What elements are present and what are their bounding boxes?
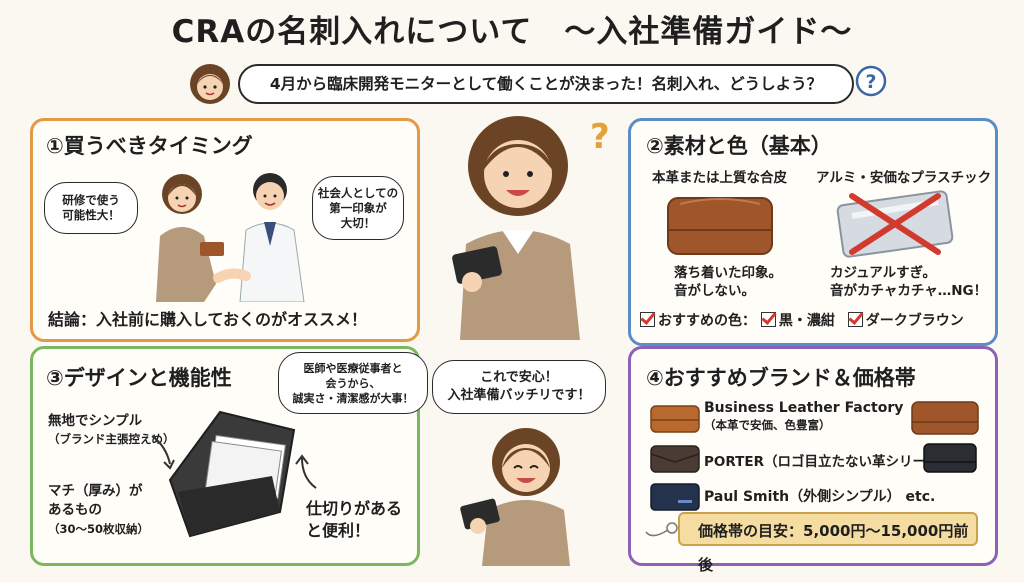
bubble-training-line2: 可能性大！ (62, 208, 120, 222)
color-black-navy: 黒・濃紺 (778, 313, 835, 329)
checkbox-icon (847, 312, 863, 327)
brand-blf-note: （本革で安価、色豊富） (704, 418, 831, 432)
section-timing-title: ①買うべきタイミング (46, 134, 253, 158)
section-brands-title: ④おすすめブランド＆価格帯 (646, 366, 916, 390)
bubble-doctors-line3: 誠実さ・清潔感が大事！ (292, 391, 414, 405)
bubble-training-line1: 研修で使う (62, 193, 120, 207)
brand-porter: PORTER（ロゴ目立たない革シリーズ） (704, 454, 953, 470)
point-gusset-line1: マチ（厚み）が (48, 483, 143, 499)
bubble-doctors-line2: 会うから、 (325, 376, 381, 390)
bubble-ready: これで安心！ 入社準備バッチリです！ (432, 360, 606, 414)
bad-material-label: アルミ・安価なプラスチック (816, 170, 992, 186)
design-point-plain: 無地でシンプル （ブランド主張控えめ） (48, 412, 175, 448)
happy-woman-illustration (460, 428, 570, 566)
colors-label: おすすめの色： (658, 313, 756, 329)
bubble-ready-line1: これで安心！ (480, 370, 558, 385)
aluminum-case-ng-icon (836, 190, 954, 258)
section-design-title: ③デザインと機能性 (46, 366, 232, 390)
point-plain-line2: （ブランド主張控えめ） (48, 432, 175, 446)
brown-card-case-icon (911, 401, 979, 435)
bubble-impression-line3: 大切！ (340, 215, 376, 230)
brown-wallet-icon (650, 405, 700, 433)
black-card-case-icon (923, 443, 977, 473)
brand-blf: Business Leather Factory （本革で安価、色豊富） (704, 400, 903, 434)
section-material-title: ②素材と色（基本） (646, 134, 832, 158)
checkbox-icon (760, 312, 776, 327)
brand-blf-name: Business Leather Factory (704, 400, 904, 416)
intro-speech-bubble: 4月から臨床開発モニターとして働くことが決まった！名刺入れ、どうしよう？ (238, 64, 854, 104)
svg-text:?: ? (865, 71, 876, 93)
timing-conclusion: 結論：入社前に購入しておくのがオススメ！ (48, 310, 368, 329)
svg-text:?: ? (590, 117, 610, 157)
question-icon: ? (855, 65, 887, 97)
point-plain-line1: 無地でシンプル (48, 413, 143, 429)
open-card-case-illustration (168, 410, 296, 538)
price-tag-string-icon (645, 522, 678, 537)
bubble-impression-line2: 第一印象が (329, 200, 387, 215)
point-gusset-line2: あるもの (48, 502, 102, 518)
leather-card-case-icon (667, 197, 773, 255)
good-material-label: 本革または上質な合皮 (652, 170, 787, 186)
point-divider-line1: 仕切りがある (306, 499, 403, 518)
bubble-training: 研修で使う 可能性大！ (44, 182, 138, 234)
good-note-line2: 音がしない。 (674, 283, 755, 299)
recommended-colors: おすすめの色： 黒・濃紺 ダークブラウン (640, 310, 964, 330)
arrow-icon (295, 454, 317, 489)
cra-woman-illustration: ? (452, 116, 610, 340)
avatar (190, 64, 230, 104)
brand-paul-smith: Paul Smith（外側シンプル） etc. (704, 489, 936, 505)
design-point-gusset: マチ（厚み）が あるもの （30〜50枚収納） (48, 482, 149, 539)
design-point-divider: 仕切りがある と便利！ (306, 498, 402, 542)
bubble-impression: 社会人としての 第一印象が 大切！ (312, 176, 404, 240)
bubble-impression-line1: 社会人としての (317, 185, 399, 200)
bubble-doctors: 医師や医療従事者と 会うから、 誠実さ・清潔感が大事！ (278, 352, 428, 414)
page-title: CRAの名刺入れについて ～入社準備ガイド～ (171, 14, 853, 50)
color-dark-brown: ダークブラウン (865, 313, 964, 329)
bubble-doctors-line1: 医師や医療従事者と (303, 361, 403, 375)
bad-material-note: カジュアルすぎ。 音がカチャカチャ…NG！ (830, 264, 987, 300)
bad-note-line2: 音がカチャカチャ…NG！ (830, 283, 988, 299)
good-note-line1: 落ち着いた印象。 (674, 265, 782, 281)
price-range-tag: 価格帯の目安：5,000円〜15,000円前後 (678, 512, 978, 574)
arrow-icon (151, 435, 175, 470)
point-divider-line2: と便利！ (306, 521, 371, 540)
bubble-ready-line2: 入社準備バッチリです！ (447, 388, 591, 403)
good-material-note: 落ち着いた印象。 音がしない。 (674, 264, 782, 300)
dark-wallet-icon (650, 445, 700, 473)
point-gusset-line3: （30〜50枚収納） (48, 522, 150, 536)
checkbox-icon (640, 312, 655, 327)
navy-wallet-icon (650, 483, 700, 511)
handshake-illustration (156, 173, 305, 302)
bad-note-line1: カジュアルすぎ。 (830, 265, 936, 281)
